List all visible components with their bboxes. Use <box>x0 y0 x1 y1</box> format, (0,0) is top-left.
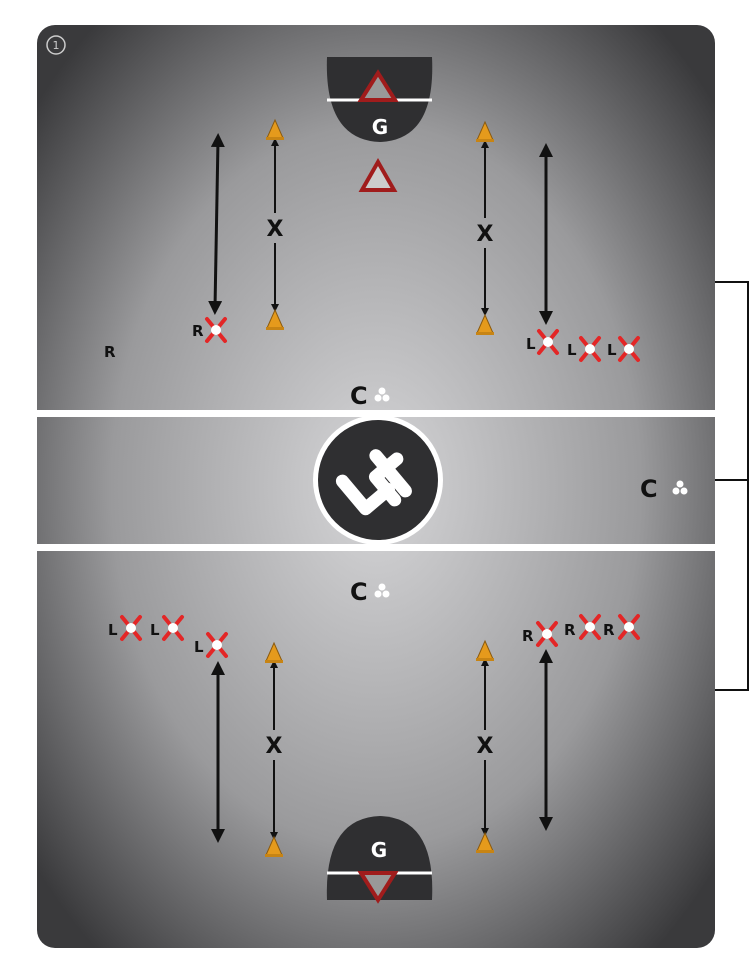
midfield-line-bottom <box>37 544 715 551</box>
player-l: L <box>607 336 640 362</box>
goal-cone-icon <box>358 157 398 192</box>
svg-text:R: R <box>564 621 576 639</box>
player-r: R <box>192 317 227 343</box>
player-label-r: R <box>104 343 116 361</box>
svg-text:L: L <box>526 335 536 353</box>
svg-text:C: C <box>350 382 368 410</box>
svg-text:L: L <box>567 341 577 359</box>
player-l: L <box>194 632 228 658</box>
coach-with-balls: C <box>640 475 688 503</box>
drill-marker-x: X <box>477 734 494 759</box>
svg-text:R: R <box>522 627 534 645</box>
svg-text:C: C <box>350 578 368 606</box>
player-r: R <box>603 614 640 640</box>
svg-text:C: C <box>640 475 658 503</box>
player-l: L <box>526 329 559 355</box>
movement-arrows <box>208 133 553 843</box>
goalie-label: G <box>371 838 387 862</box>
svg-text:R: R <box>192 322 204 340</box>
svg-text:L: L <box>607 341 617 359</box>
drill-marker-x: X <box>267 217 284 242</box>
coach-with-balls: C <box>350 578 390 606</box>
player-r: R <box>522 621 558 647</box>
coach-with-balls: C <box>350 382 390 410</box>
goal-icon <box>357 871 399 904</box>
player-l: L <box>150 615 184 641</box>
svg-text:L: L <box>194 638 204 656</box>
goal-icon <box>357 69 399 102</box>
svg-text:L: L <box>108 621 118 639</box>
midfield-line-top <box>37 410 715 417</box>
svg-text:R: R <box>603 621 615 639</box>
top-goal-crease: G <box>326 57 433 142</box>
logo <box>313 415 443 545</box>
svg-text:1: 1 <box>53 39 60 52</box>
player-r: R <box>564 614 601 640</box>
group-bracket <box>715 281 749 691</box>
arrow <box>208 133 225 315</box>
svg-text:L: L <box>150 621 160 639</box>
bottom-goal-crease: G <box>326 816 433 904</box>
player-l: L <box>567 336 601 362</box>
drill-marker-x: X <box>266 734 283 759</box>
drill-marker-x: X <box>477 222 494 247</box>
cone-arrows <box>270 138 489 840</box>
player-l: L <box>108 615 142 641</box>
goalie-label: G <box>372 115 388 139</box>
step-number-badge: 1 <box>46 35 66 55</box>
